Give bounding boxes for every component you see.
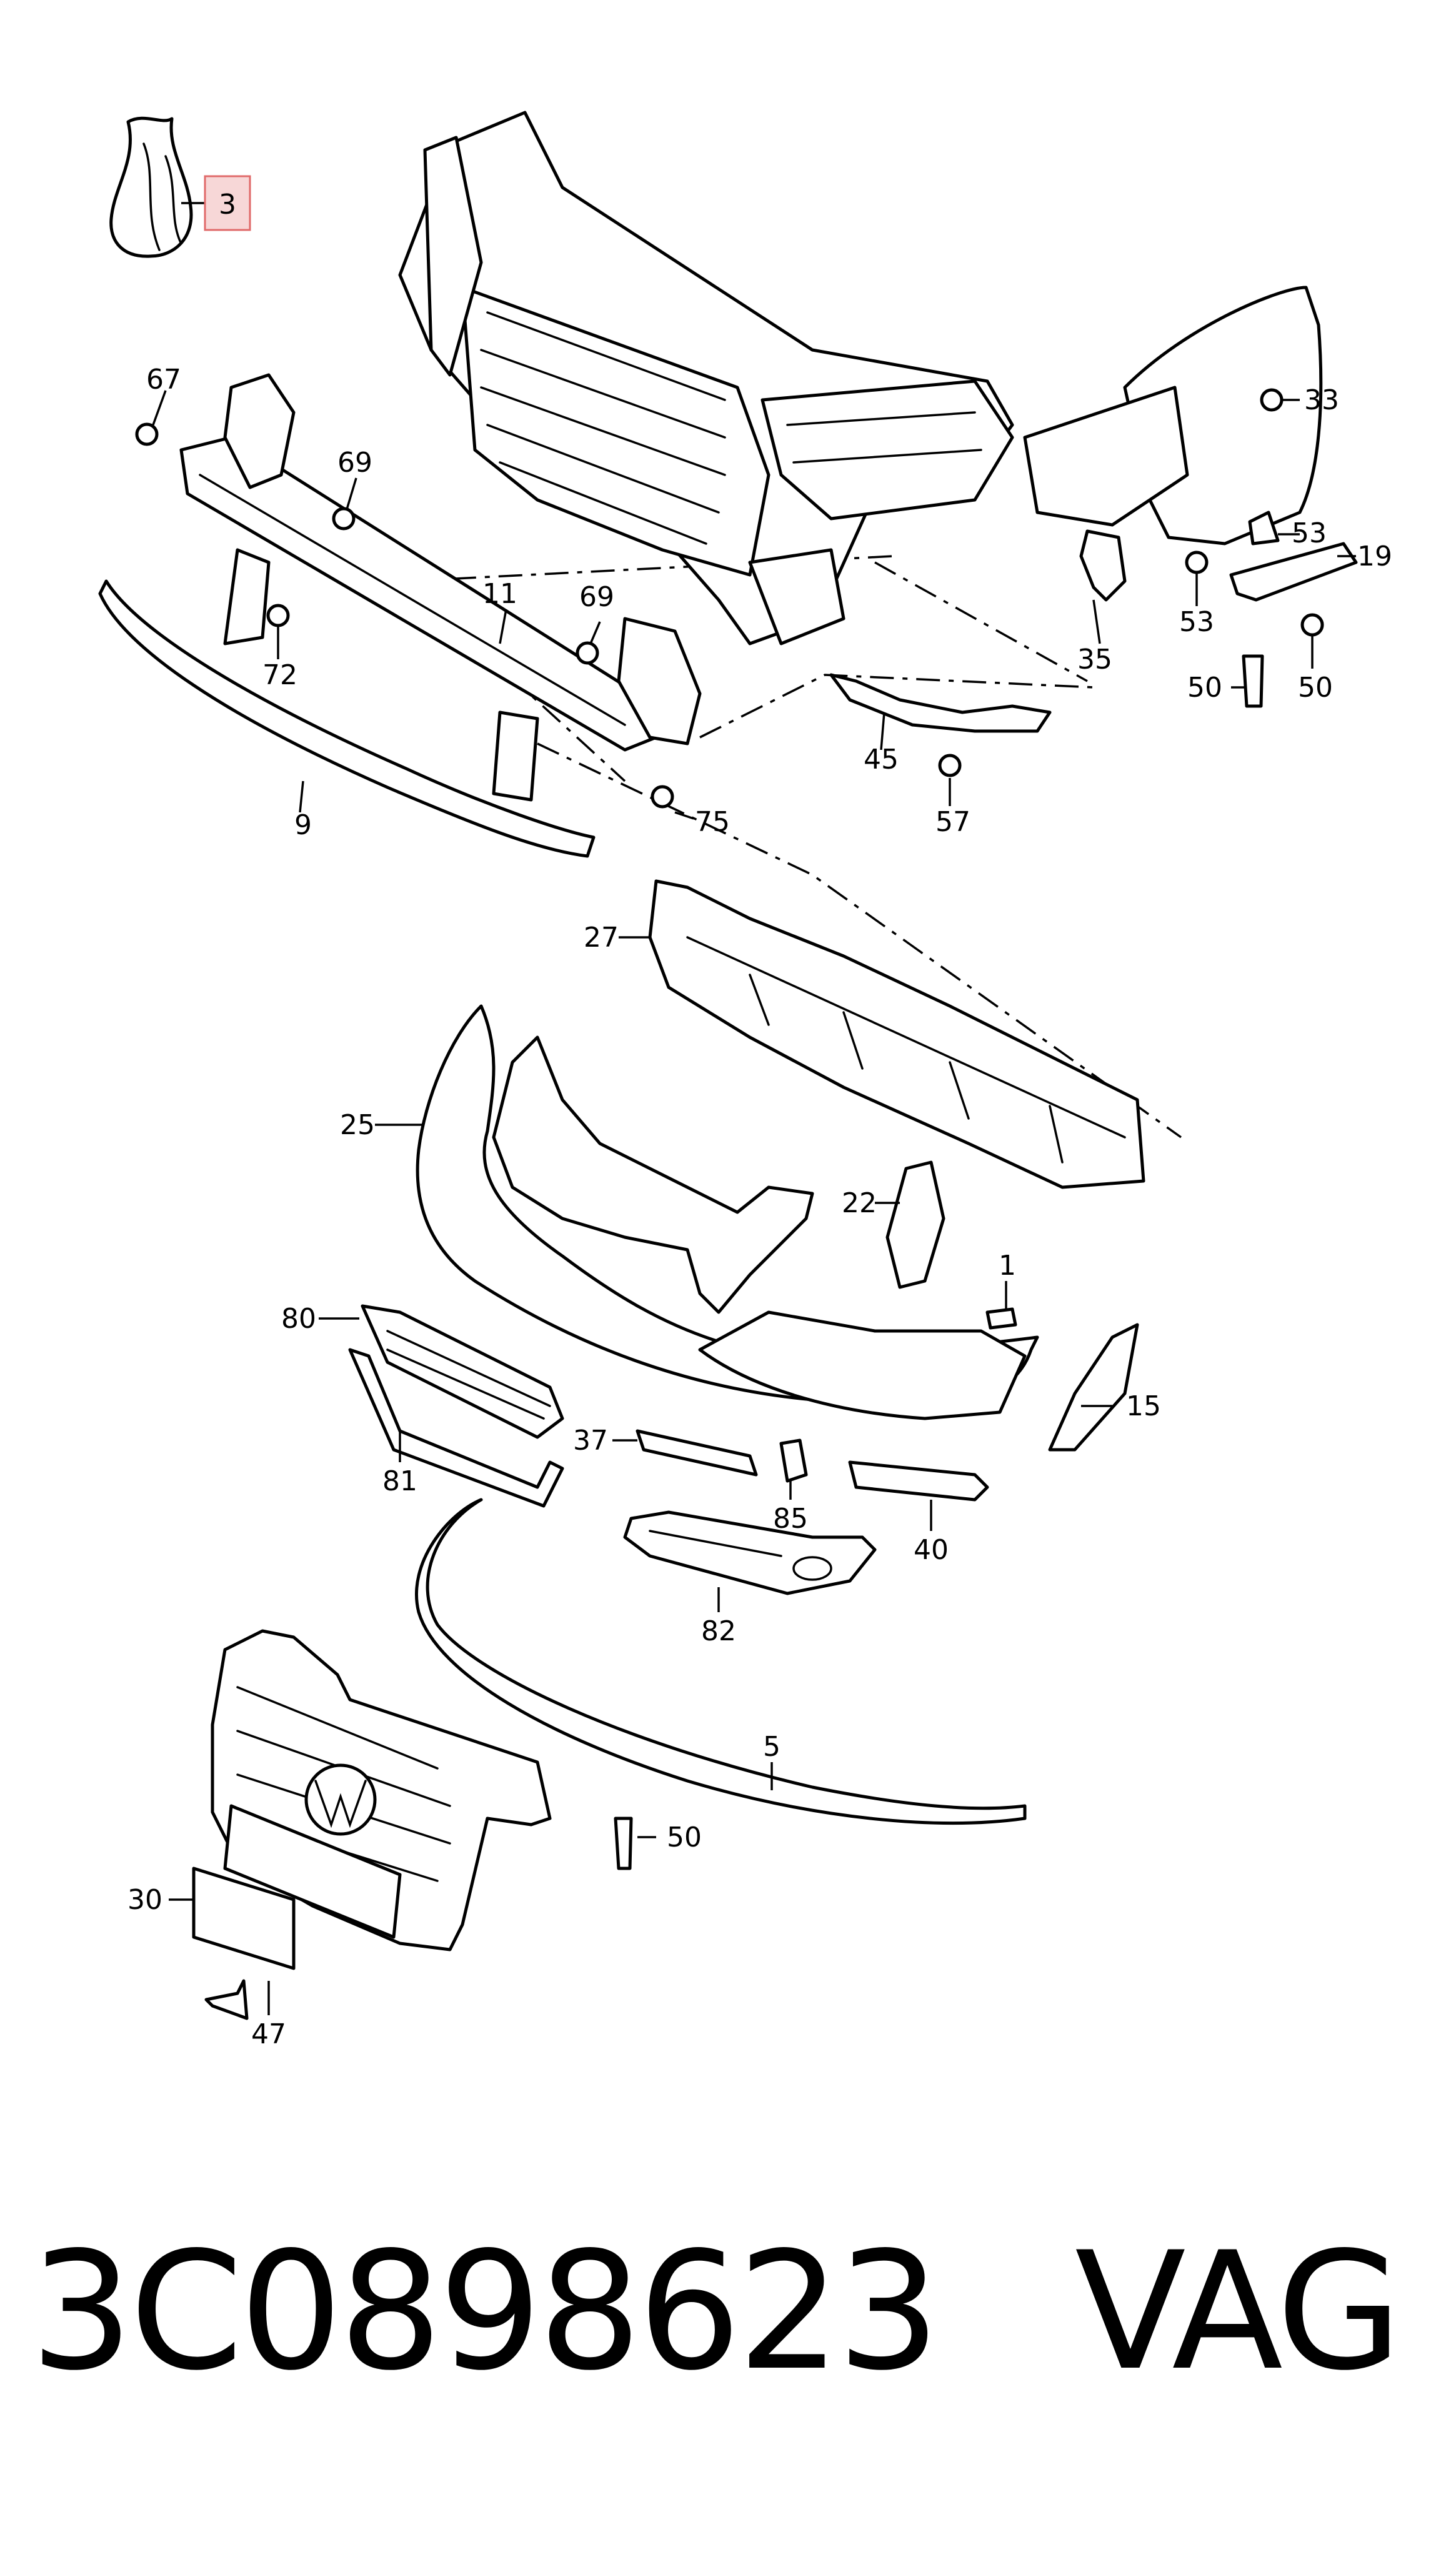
- label-part-53b: 53: [1179, 606, 1214, 638]
- label-part-15: 15: [1126, 1390, 1161, 1422]
- fender: [1023, 286, 1323, 546]
- part-80-grille: [361, 1304, 564, 1439]
- part-82-fog-grille: [623, 1510, 877, 1595]
- part-30-plate: [192, 1867, 296, 1970]
- label-part-11: 11: [482, 578, 517, 610]
- label-part-67: 67: [146, 364, 181, 396]
- leader-lines: [152, 202, 1356, 2015]
- label-part-27: 27: [584, 922, 619, 954]
- label-part-19: 19: [1357, 541, 1392, 572]
- part-15-molding: [1048, 1323, 1139, 1452]
- part-22-bracket: [885, 1160, 945, 1289]
- label-part-37: 37: [573, 1425, 608, 1457]
- brand-caption: VAG: [1075, 2218, 1402, 2406]
- label-part-50c: 50: [667, 1822, 702, 1853]
- label-part-57: 57: [935, 806, 970, 838]
- part-19-guide: [1229, 542, 1358, 602]
- part-11-bumper-beam: [179, 373, 702, 802]
- part-40-trim: [848, 1460, 989, 1502]
- fasteners: [135, 388, 1324, 2020]
- label-part-53a: 53: [1292, 517, 1327, 549]
- label-part-81: 81: [382, 1465, 417, 1497]
- label-part-45: 45: [864, 744, 899, 775]
- label-part-47: 47: [251, 2018, 286, 2050]
- label-part-85: 85: [773, 1503, 808, 1535]
- label-part-80: 80: [281, 1303, 316, 1335]
- label-part-50a: 50: [1187, 672, 1222, 704]
- label-part-3: 3: [219, 189, 236, 221]
- label-part-40: 40: [914, 1534, 949, 1566]
- part-3-bag: [109, 116, 193, 258]
- label-part-9: 9: [294, 809, 312, 841]
- part-27-absorber: [648, 879, 1145, 1189]
- front-end-carrier: [398, 111, 1014, 645]
- label-part-1: 1: [999, 1250, 1016, 1282]
- exploded-parts-diagram: 3 67 69 11 69 72 9 75 57 45 35 33 53 19 …: [98, 111, 1392, 2050]
- part-9-strip: [98, 579, 596, 858]
- part-5-spoiler: [415, 1498, 1027, 1825]
- label-part-82: 82: [701, 1615, 736, 1647]
- part-37-trim: [636, 1429, 758, 1477]
- label-part-75: 75: [695, 806, 730, 838]
- part-45-bracket: [829, 673, 1052, 733]
- part-number-caption: 3C0898623: [30, 2218, 940, 2406]
- label-part-5: 5: [763, 1731, 780, 1763]
- part-35-bracket: [1079, 529, 1127, 602]
- label-part-50b: 50: [1298, 672, 1333, 704]
- label-part-72: 72: [262, 659, 297, 691]
- label-part-30: 30: [127, 1884, 162, 1916]
- part-81-frame: [348, 1348, 564, 1508]
- part-25-bumper-cover: [416, 1004, 1039, 1420]
- label-part-22: 22: [842, 1187, 877, 1219]
- label-part-69a: 69: [337, 447, 372, 479]
- label-part-33: 33: [1304, 384, 1339, 416]
- label-part-25: 25: [340, 1109, 375, 1141]
- radiator-grille: [211, 1629, 552, 1951]
- part-85-clip: [779, 1438, 808, 1483]
- part-labels: 3 67 69 11 69 72 9 75 57 45 35 33 53 19 …: [127, 175, 1392, 2050]
- label-part-69b: 69: [579, 581, 614, 613]
- part-3-highlight-box: [204, 175, 251, 231]
- label-part-35: 35: [1077, 644, 1112, 675]
